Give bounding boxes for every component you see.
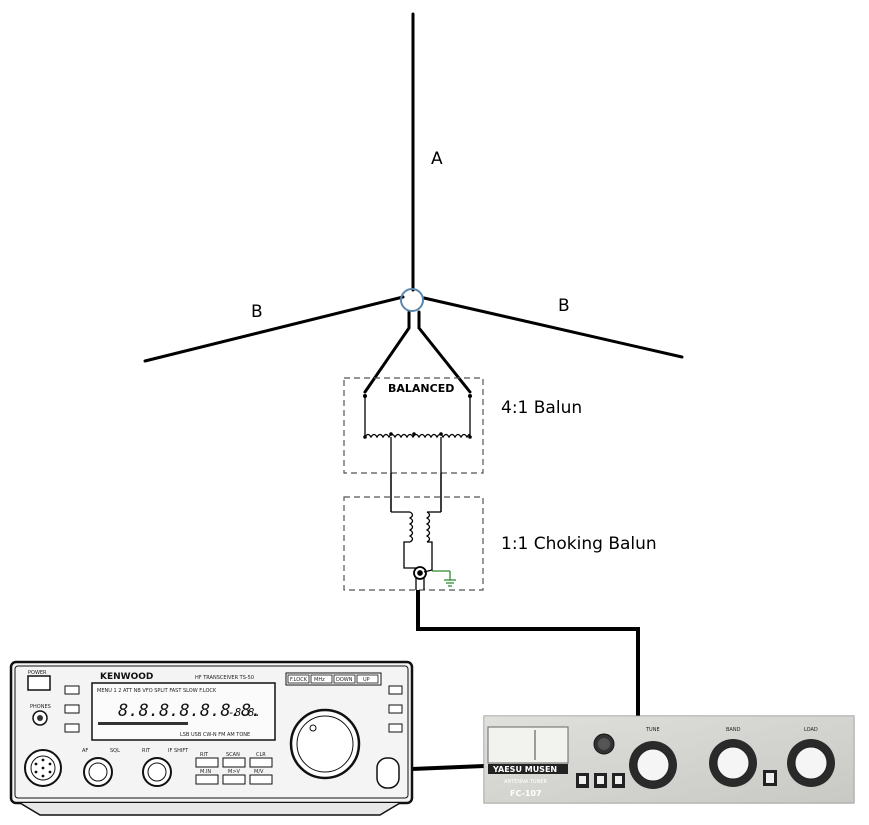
clr-key[interactable] xyxy=(249,757,273,768)
label-b-right: B xyxy=(558,296,570,316)
coax-connector xyxy=(413,566,427,580)
scan-key[interactable] xyxy=(222,757,246,768)
att-key[interactable] xyxy=(64,704,80,714)
power-label: POWER xyxy=(28,670,47,676)
rit-label: RIT xyxy=(142,748,151,754)
down-button[interactable] xyxy=(333,674,356,684)
main-frequency: 8.8.8.8.8.8.8. xyxy=(118,701,261,721)
mode-line: LSB USB CW-N FM AM TONE xyxy=(180,732,250,738)
svg-text:SCAN: SCAN xyxy=(226,752,240,758)
m-slash-v-key[interactable] xyxy=(249,774,273,785)
lcd-display xyxy=(91,682,276,741)
svg-text:M.IN: M.IN xyxy=(200,769,211,775)
brand-kenwood: KENWOOD xyxy=(100,672,153,682)
ground-icon xyxy=(432,570,456,587)
label-balun-choking: 1:1 Choking Balun xyxy=(501,534,657,554)
radial-right xyxy=(422,296,684,359)
svg-text:M/V: M/V xyxy=(254,769,264,775)
transceiver-feet xyxy=(19,802,401,816)
min-key[interactable] xyxy=(195,774,219,785)
tune-label: TUNE xyxy=(645,727,660,733)
svg-text:CLR: CLR xyxy=(256,752,266,758)
power-button[interactable] xyxy=(27,675,51,691)
balun-4to1: BALANCED xyxy=(343,377,484,512)
balanced-label: BALANCED xyxy=(388,382,454,395)
nb-key[interactable] xyxy=(64,723,80,733)
load-label: LOAD xyxy=(804,727,818,733)
feed-wire-left xyxy=(363,310,411,394)
rit-ifshift-knob[interactable] xyxy=(142,757,172,787)
choke-coil-left xyxy=(408,511,414,543)
sql-label: SQL xyxy=(110,748,120,754)
top-buttons: F.LOCK MHz DOWN UP xyxy=(285,672,382,686)
up-button[interactable] xyxy=(356,674,379,684)
label-balun-4to1: 4:1 Balun xyxy=(501,398,582,418)
antenna xyxy=(143,12,684,394)
label-b-left: B xyxy=(251,302,263,322)
side-key-2[interactable] xyxy=(388,704,403,714)
lock-slider[interactable] xyxy=(376,757,400,789)
transceiver: POWER PHONES KENWOOD HF TRANSCEIVER TS-5… xyxy=(9,660,414,816)
at-tune-key[interactable] xyxy=(64,685,80,695)
s-meter xyxy=(98,722,188,725)
svg-text:M>V: M>V xyxy=(228,769,241,775)
rit-key[interactable] xyxy=(195,757,219,768)
svg-text:RIT: RIT xyxy=(200,752,209,758)
svg-text:F.LOCK: F.LOCK xyxy=(290,677,308,683)
mv-key[interactable] xyxy=(222,774,246,785)
tuner-subtitle: ANTENNA TUNER xyxy=(504,779,547,785)
side-key-1[interactable] xyxy=(388,685,403,695)
flock-button[interactable] xyxy=(287,674,310,684)
balun-4to1-box xyxy=(343,377,484,474)
swr-meter xyxy=(487,726,569,764)
tuner-brand: YAESU MUSEN xyxy=(492,765,557,774)
coax-rig-to-tuner xyxy=(411,764,485,771)
coax-to-tuner xyxy=(416,590,640,716)
balun-4to1-winding xyxy=(364,396,471,512)
svg-text:MHz: MHz xyxy=(314,677,325,683)
feedpoint-junction xyxy=(400,288,424,312)
memory-keys: RIT SCAN CLR M.IN M>V M/V xyxy=(195,752,273,785)
choke-coil-right xyxy=(425,511,431,543)
rit-frequency: -8.8. xyxy=(228,706,261,719)
band-label: BAND xyxy=(726,727,741,733)
label-a: A xyxy=(431,149,443,169)
main-tuning-knob[interactable] xyxy=(289,708,361,780)
mhz-button[interactable] xyxy=(310,674,333,684)
svg-text:UP: UP xyxy=(363,677,370,683)
feed-wire-right xyxy=(417,310,472,394)
balun-choking-box xyxy=(343,496,484,591)
brand-plate xyxy=(488,764,568,774)
radial-left xyxy=(143,295,405,363)
menu-line: MENU 1 2 ATT NB VFO SPLIT FAST SLOW F.LO… xyxy=(97,688,217,694)
af-sql-knob[interactable] xyxy=(83,757,113,787)
af-label: AF xyxy=(82,748,88,754)
model-label: HF TRANSCEIVER TS-50 xyxy=(195,675,254,681)
svg-text:DOWN: DOWN xyxy=(336,677,353,683)
tuner-model: FC-107 xyxy=(510,789,542,798)
side-key-3[interactable] xyxy=(388,723,403,733)
phones-label: PHONES xyxy=(30,704,51,710)
antenna-tuner: YAESU MUSEN ANTENNA TUNER FC-107 TUNE BA… xyxy=(483,715,855,804)
ifshift-label: IF SHIFT xyxy=(168,748,189,754)
balun-choking xyxy=(343,496,484,591)
